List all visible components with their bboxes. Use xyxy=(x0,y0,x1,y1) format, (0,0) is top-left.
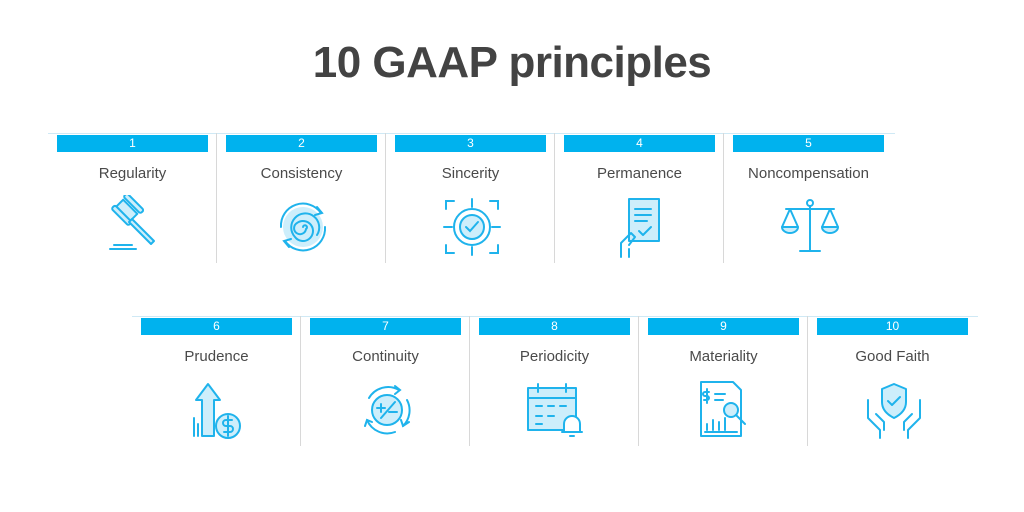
divider xyxy=(638,316,639,446)
principle-card-periodicity: 8 Periodicity xyxy=(470,316,639,446)
principle-number: 1 xyxy=(57,135,208,152)
principle-card-prudence: 6 Prudence xyxy=(132,316,301,446)
principle-card-noncompensation: 5 Noncompensation xyxy=(724,133,893,263)
principle-number: 4 xyxy=(564,135,715,152)
row-line xyxy=(132,316,978,317)
arrow-up-dollar-icon xyxy=(193,383,241,439)
gavel-icon xyxy=(109,195,155,250)
principle-card-permanence: 4 Permanence xyxy=(555,133,724,263)
principle-number: 7 xyxy=(310,318,461,335)
divider xyxy=(807,316,808,446)
principles-row-2: 6 Prudence 7 Continuity 8 Periodicity 9 … xyxy=(132,316,978,446)
principle-card-materiality: 9 Materiality xyxy=(639,316,808,446)
document-hand-icon xyxy=(620,198,660,258)
calendar-bell-icon xyxy=(527,383,583,437)
balance-scale-icon xyxy=(781,199,839,252)
principle-number: 3 xyxy=(395,135,546,152)
principle-number: 6 xyxy=(141,318,292,335)
divider xyxy=(723,133,724,263)
principle-label: Materiality xyxy=(689,348,758,365)
principle-label: Periodicity xyxy=(519,348,590,365)
page-title: 10 GAAP principles xyxy=(312,38,712,87)
principle-card-sincerity: 3 Sincerity xyxy=(386,133,555,263)
principle-label: Regularity xyxy=(98,165,167,182)
divider xyxy=(469,316,470,446)
divider xyxy=(554,133,555,263)
principle-card-regularity: 1 Regularity xyxy=(48,133,217,263)
plus-minus-cycle-icon xyxy=(364,385,411,435)
principle-number: 8 xyxy=(479,318,630,335)
principle-label: Sincerity xyxy=(441,165,500,182)
principle-label: Noncompensation xyxy=(748,165,869,182)
principles-row-1: 1 Regularity 2 Consistency 3 Sincerity 4… xyxy=(48,133,895,263)
principle-card-continuity: 7 Continuity xyxy=(301,316,470,446)
divider xyxy=(300,316,301,446)
divider xyxy=(385,133,386,263)
principle-card-consistency: 2 Consistency xyxy=(217,133,386,263)
divider xyxy=(216,133,217,263)
principle-label: Prudence xyxy=(184,348,249,365)
spiral-cycle-icon xyxy=(279,202,327,252)
principle-number: 5 xyxy=(733,135,884,152)
principle-label: Continuity xyxy=(352,348,419,365)
report-magnifier-icon xyxy=(700,381,746,437)
principle-number: 2 xyxy=(226,135,377,152)
principle-number: 9 xyxy=(648,318,799,335)
target-check-icon xyxy=(443,198,501,256)
principle-card-good-faith: 10 Good Faith xyxy=(808,316,977,446)
principle-number: 10 xyxy=(817,318,968,335)
row-line xyxy=(48,133,895,134)
hands-shield-icon xyxy=(867,383,921,439)
principle-label: Consistency xyxy=(260,165,343,182)
principle-label: Good Faith xyxy=(855,348,930,365)
principle-label: Permanence xyxy=(596,165,683,182)
